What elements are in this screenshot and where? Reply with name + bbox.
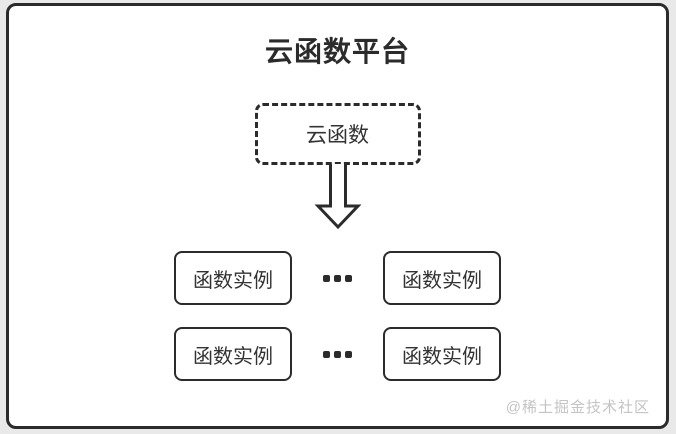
instance-row: 函数实例 函数实例 bbox=[9, 327, 666, 381]
ellipsis-dot bbox=[345, 274, 352, 282]
function-instance-label: 函数实例 bbox=[193, 269, 273, 292]
ellipsis-dot bbox=[345, 350, 352, 358]
ellipsis-icon bbox=[323, 274, 352, 282]
function-instance-box: 函数实例 bbox=[174, 327, 292, 381]
ellipsis-dot bbox=[334, 274, 341, 282]
cloud-function-label: 云函数 bbox=[306, 124, 369, 147]
down-arrow-icon bbox=[314, 164, 361, 230]
function-instance-box: 函数实例 bbox=[383, 251, 501, 305]
instance-row: 函数实例 函数实例 bbox=[9, 251, 666, 305]
diagram-title: 云函数平台 bbox=[264, 36, 410, 67]
ellipsis-icon bbox=[323, 350, 352, 358]
watermark: @稀土掘金技术社区 bbox=[505, 399, 650, 416]
ellipsis-dot bbox=[323, 350, 330, 358]
function-instance-box: 函数实例 bbox=[174, 251, 292, 305]
function-instance-label: 函数实例 bbox=[193, 345, 273, 368]
cloud-function-platform-diagram: 云函数平台 云函数 函数实例 函数实例 函数实例 bbox=[9, 6, 666, 426]
diagram-card: 云函数平台 云函数 函数实例 函数实例 函数实例 bbox=[6, 3, 669, 429]
function-instance-box: 函数实例 bbox=[383, 327, 501, 381]
cloud-function-box: 云函数 bbox=[254, 103, 421, 165]
function-instance-label: 函数实例 bbox=[402, 345, 482, 368]
function-instance-label: 函数实例 bbox=[402, 269, 482, 292]
ellipsis-dot bbox=[323, 274, 330, 282]
ellipsis-dot bbox=[334, 350, 341, 358]
